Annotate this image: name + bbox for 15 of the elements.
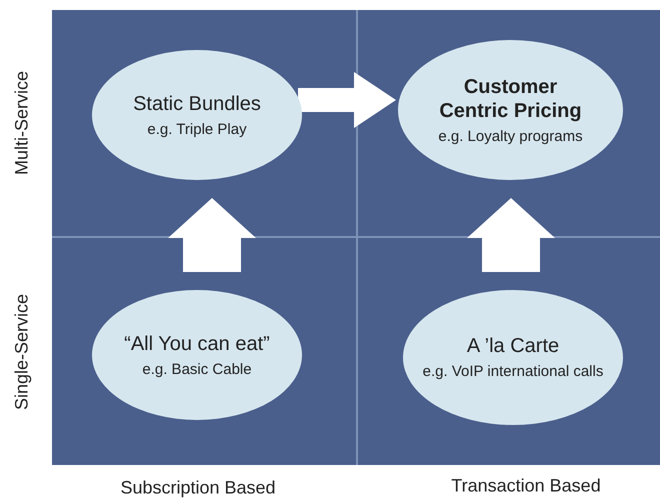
row-axis-label: Single-Service [12, 294, 32, 410]
row-axis-label: Multi-Service [12, 70, 32, 176]
node-example: e.g. Basic Cable [142, 360, 252, 378]
block-arrow [298, 72, 396, 128]
node-example: e.g. Triple Play [147, 120, 247, 138]
node-title: Static Bundles [133, 92, 261, 116]
block-arrow [168, 198, 256, 272]
column-axis-label: Subscription Based [120, 478, 276, 498]
node-example: e.g. Loyalty programs [438, 126, 583, 146]
node-title: Customer Centric Pricing [438, 74, 583, 122]
block-arrow [467, 198, 555, 272]
node-title: “All You can eat” [124, 332, 270, 356]
node-example: e.g. VoIP international calls [422, 362, 604, 381]
node-title: A ’la Carte [466, 334, 560, 358]
column-axis-label: Transaction Based [451, 476, 601, 496]
